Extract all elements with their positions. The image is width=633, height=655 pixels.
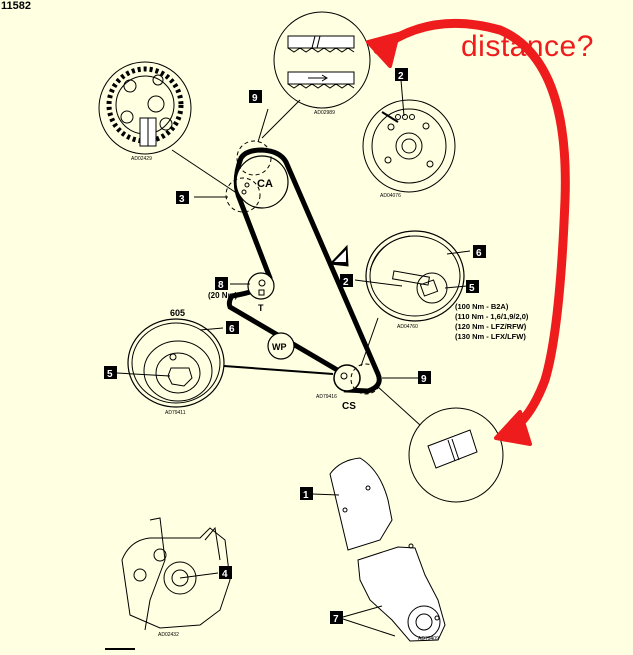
svg-text:3: 3	[179, 194, 185, 205]
svg-text:6: 6	[229, 324, 235, 335]
figure-code-top-left: AD02429	[131, 156, 152, 162]
torque-specs: (100 Nm - B2A) (110 Nm - 1,6/1,9/2,0) (1…	[455, 302, 529, 341]
belt-detail-bottom-right	[408, 407, 504, 503]
tensioner-label: T	[258, 303, 264, 313]
figure-code-top-right: AD04076	[380, 193, 401, 199]
callout-4: 4	[219, 566, 232, 580]
middle-right-pulley: AD04760	[365, 230, 465, 330]
crankshaft-label: CS	[342, 401, 356, 412]
water-pump-label: WP	[272, 342, 287, 352]
marking-circle-crank	[350, 363, 382, 395]
svg-text:9: 9	[252, 93, 258, 104]
marking-circle-top	[236, 140, 272, 176]
tensioner-pulley: T	[247, 272, 275, 313]
engine-block-detail: AD02432	[121, 517, 231, 638]
damper-pulley: 605 AD79411	[127, 308, 225, 416]
document-id: 11582	[1, 0, 31, 12]
callout-8: 8	[215, 277, 228, 291]
water-pump-pulley: WP	[267, 332, 295, 360]
svg-text:7: 7	[333, 614, 339, 625]
callout-6-right: 6	[473, 245, 486, 259]
svg-text:2: 2	[398, 71, 404, 82]
lower-covers: AD79409	[357, 543, 446, 642]
callout-1: 1	[300, 487, 313, 501]
svg-text:2: 2	[343, 277, 349, 288]
red-arrowhead-bottom	[494, 410, 532, 446]
svg-text:6: 6	[476, 248, 482, 259]
torque-spec-2: (110 Nm - 1,6/1,9/2,0)	[455, 312, 529, 321]
torque-spec-1: (100 Nm - B2A)	[455, 302, 509, 311]
torque-spec-3: (120 Nm - LFZ/RFW)	[455, 322, 527, 331]
svg-text:8: 8	[218, 280, 224, 291]
upper-cover	[329, 457, 393, 551]
callout-9-bottom: 9	[418, 371, 431, 385]
callout-5-left: 5	[104, 366, 117, 380]
crankshaft-sprocket: CS AD79416	[316, 364, 361, 412]
figure-code-crank: AD79416	[316, 394, 337, 400]
callout-2-top: 2	[395, 68, 408, 82]
callout-2-middle: 2	[340, 274, 353, 288]
camshaft-gear-detail: AD02429	[98, 61, 192, 162]
callout-5-right: 5	[466, 280, 479, 294]
belt-marking-detail: AD02989	[273, 11, 371, 116]
figure-code-top-center: AD02989	[314, 110, 335, 116]
callout-7: 7	[330, 611, 343, 625]
torque-spec-4: (130 Nm - LFX/LFW)	[455, 332, 526, 341]
camshaft-label: CA	[257, 178, 273, 190]
svg-text:1: 1	[303, 490, 309, 501]
damper-code: 605	[170, 308, 185, 318]
red-distance-arrow	[366, 18, 570, 446]
svg-text:9: 9	[421, 374, 427, 385]
figure-code-middle-right: AD04760	[397, 324, 418, 330]
red-arrowhead-top	[366, 32, 400, 68]
figure-code-covers: AD79409	[418, 636, 439, 642]
marking-circle-left	[225, 177, 261, 213]
svg-text:4: 4	[222, 569, 228, 580]
tensioner-torque: (20 Nm)	[208, 291, 238, 300]
figure-code-damper: AD79411	[165, 410, 186, 416]
pulley-face-detail: AD04076	[362, 99, 456, 199]
figure-code-bottom-left: AD02432	[158, 632, 179, 638]
callout-9-top: 9	[249, 90, 262, 104]
svg-text:5: 5	[469, 283, 475, 294]
camshaft-pulley: CA	[235, 155, 289, 209]
callout-6-left: 6	[226, 321, 239, 335]
svg-text:5: 5	[107, 369, 113, 380]
callout-3: 3	[176, 191, 189, 205]
